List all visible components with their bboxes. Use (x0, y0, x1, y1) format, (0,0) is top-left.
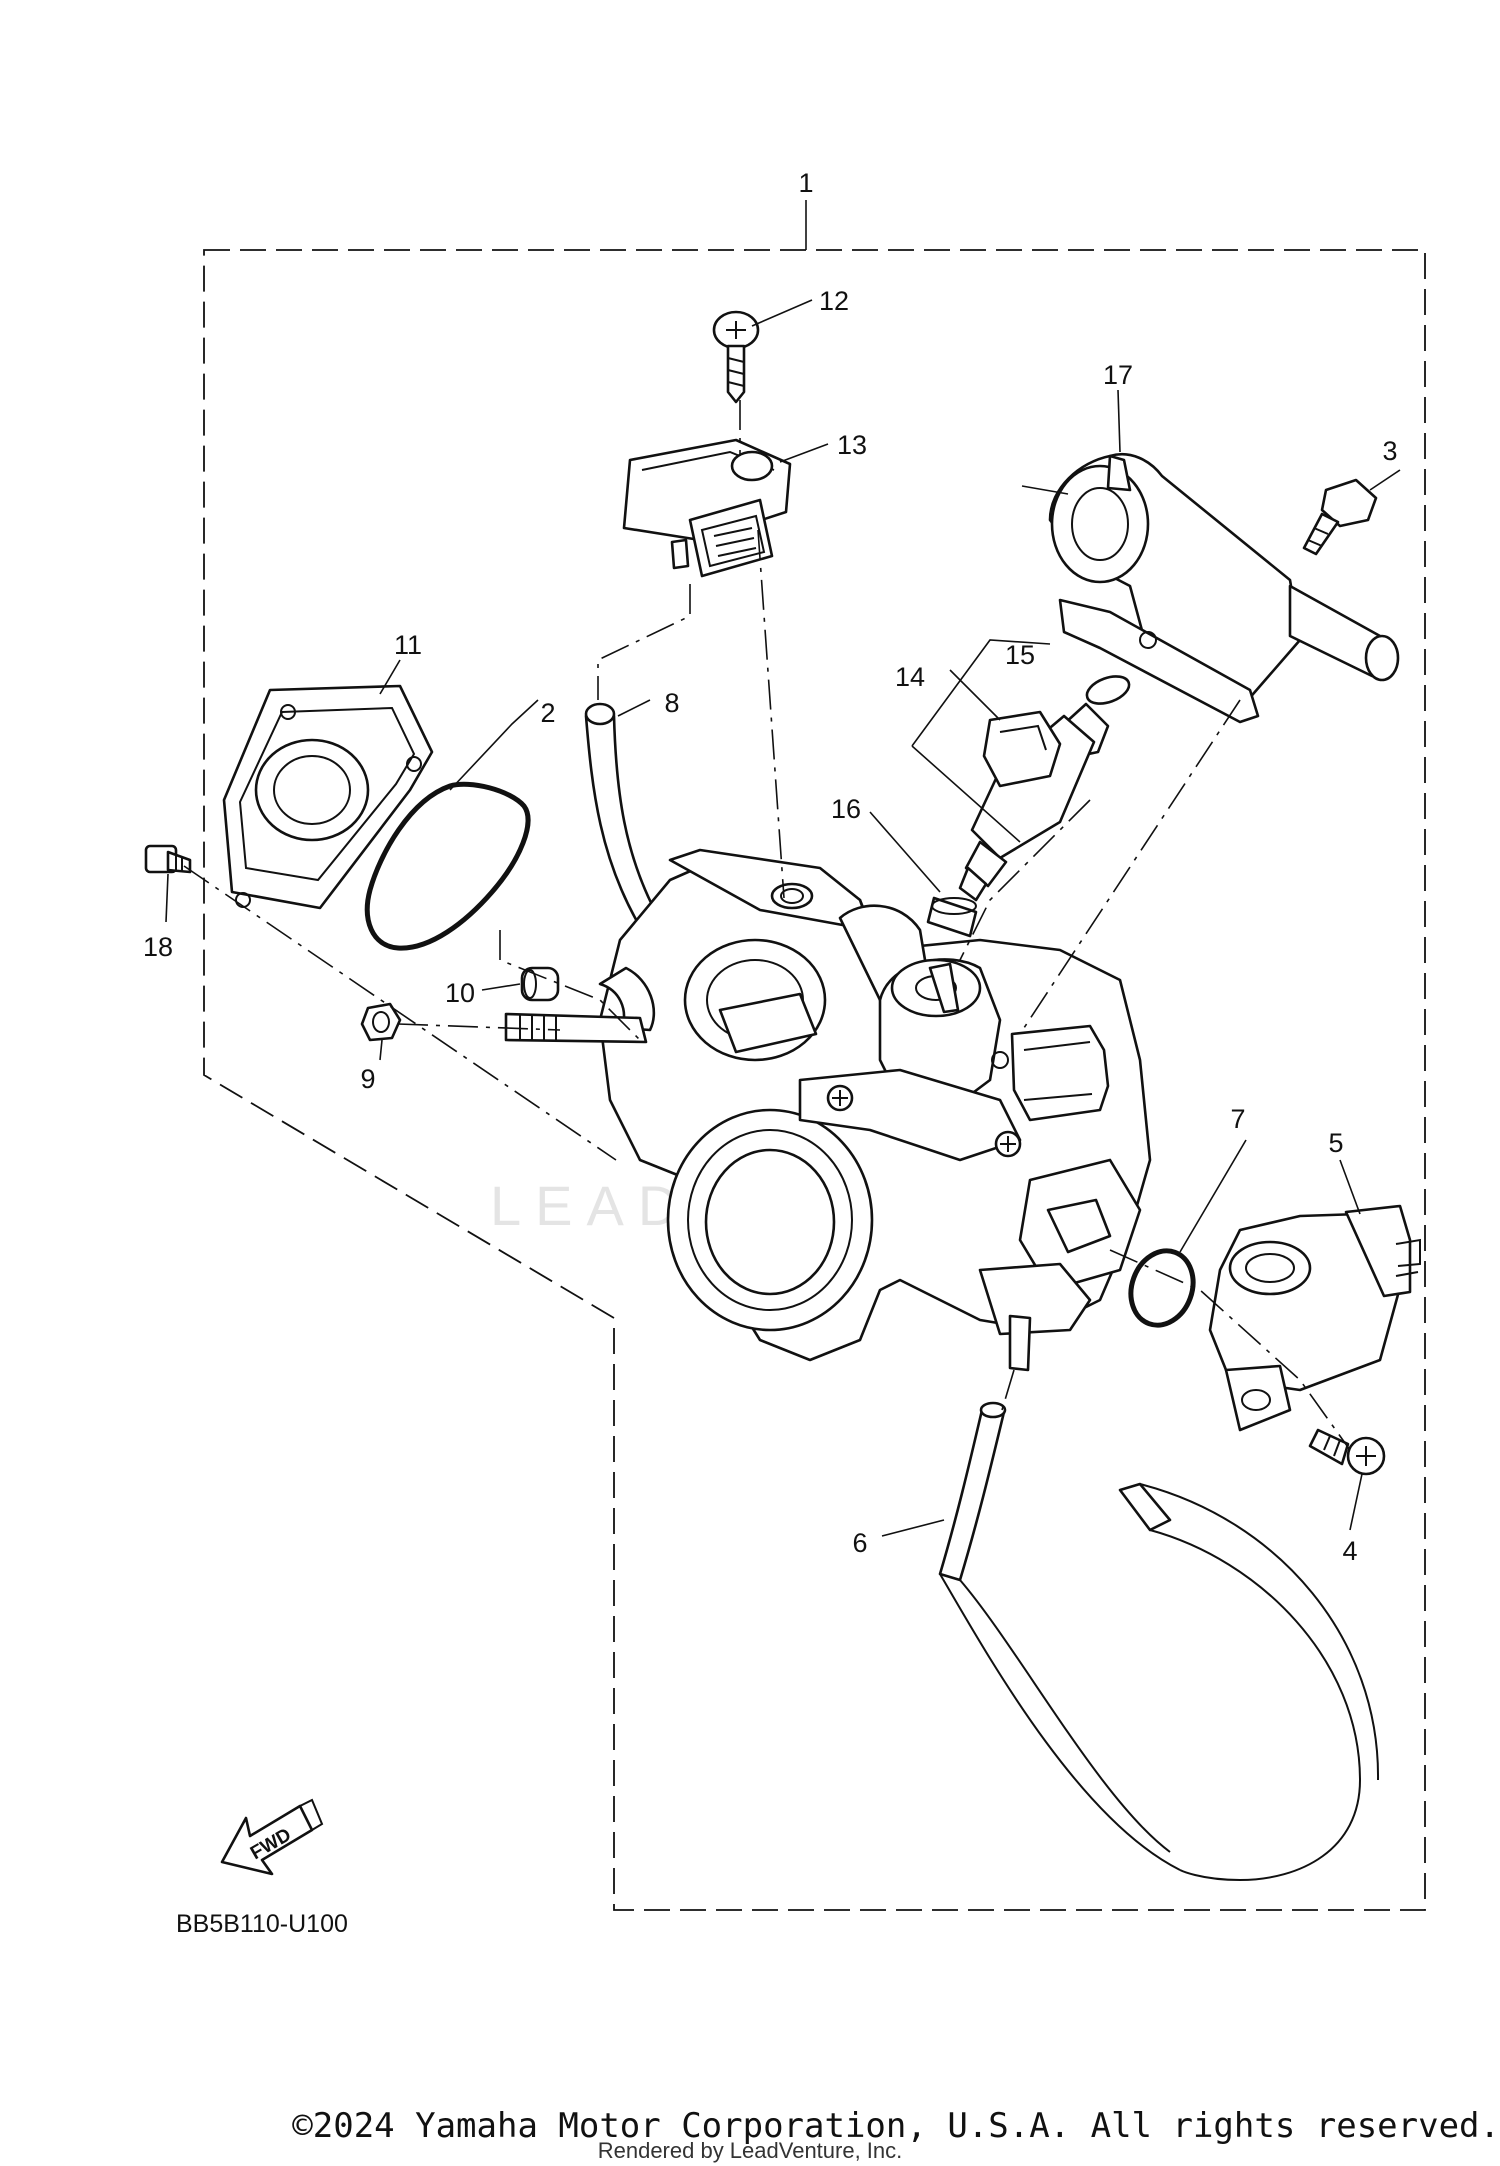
part-12-screw (712, 310, 760, 404)
callout-1: 1 (798, 168, 813, 198)
part-11-cover (222, 684, 434, 910)
callout-4: 4 (1342, 1536, 1357, 1566)
part-8-hose (584, 702, 662, 932)
part-6-hose (938, 1401, 1380, 1882)
callout-6: 6 (852, 1528, 867, 1558)
callout-5: 5 (1328, 1128, 1343, 1158)
callout-9: 9 (360, 1064, 375, 1094)
callout-16: 16 (831, 794, 861, 824)
callout-14: 14 (895, 662, 925, 692)
callout-10: 10 (445, 978, 475, 1008)
callout-18: 18 (143, 932, 173, 962)
part-15-seal (1085, 675, 1131, 705)
part-13-map-sensor (622, 438, 792, 578)
callout-17: 17 (1103, 360, 1133, 390)
part-14-injector (958, 702, 1110, 902)
assembly-boundary (203, 249, 1426, 1911)
part-10-plug (520, 966, 560, 1002)
callout-2: 2 (540, 698, 555, 728)
part-17-fuel-rail (1048, 453, 1400, 724)
part-5-tps (1208, 1204, 1421, 1432)
callout-12: 12 (819, 286, 849, 316)
callout-7: 7 (1230, 1104, 1245, 1134)
part-7-o-ring (1128, 1248, 1196, 1328)
part-16-seal (926, 896, 978, 938)
throttle-body (504, 848, 1152, 1372)
part-3-bolt (1302, 478, 1378, 556)
part-2-o-ring (364, 781, 531, 951)
callout-8: 8 (664, 688, 679, 718)
rendered-by-notice: Rendered by LeadVenture, Inc. (597, 2138, 903, 2163)
fwd-arrow: FWD (220, 1798, 324, 1876)
part-18-bolt (144, 844, 192, 874)
alignment-lines (183, 400, 1351, 1451)
callout-labels: 1 2 3 4 5 6 7 8 9 10 11 12 13 14 15 16 1… (143, 168, 1398, 1566)
callout-13: 13 (837, 430, 867, 460)
callout-11: 11 (394, 630, 422, 660)
callout-3: 3 (1382, 436, 1397, 466)
leader-lines (165, 200, 1401, 1537)
copyright-notice: ©2024 Yamaha Motor Corporation, U.S.A. A… (292, 2106, 1500, 2146)
diagram-code: BB5B110-U100 (176, 1910, 348, 1938)
callout-15: 15 (1005, 640, 1035, 670)
part-9-nut (360, 1002, 402, 1042)
part-4-screw (1308, 1428, 1386, 1476)
